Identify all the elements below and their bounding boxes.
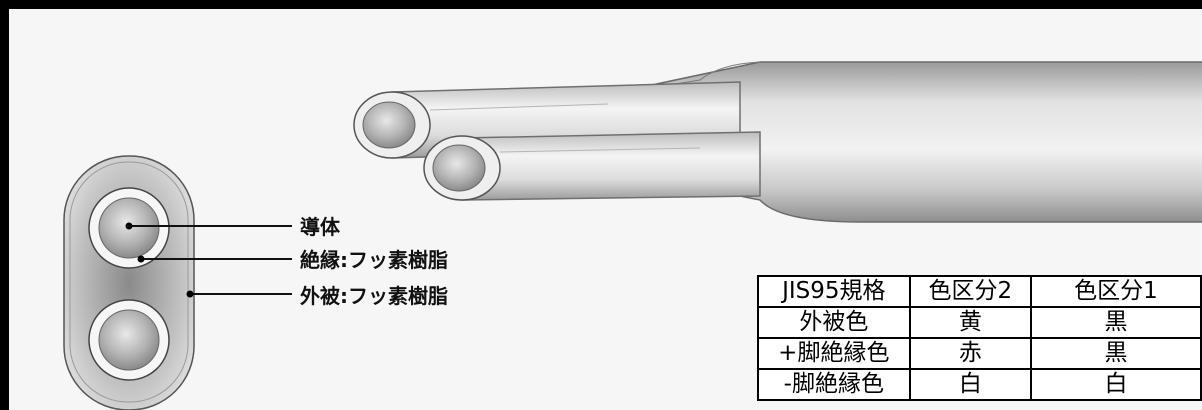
row-label: -脚絶縁色 — [757, 368, 911, 401]
table-cell: 白 — [1029, 368, 1202, 401]
label-conductor: 導体 — [300, 215, 340, 239]
leader-lines — [129, 225, 292, 298]
label-insulation: 絶縁:フッ素樹脂 — [300, 248, 448, 272]
label-sheath: 外被:フッ素樹脂 — [300, 284, 448, 308]
header-cell: 色区分1 — [1029, 275, 1202, 308]
table-cell: 黒 — [1029, 337, 1202, 370]
color-spec-table: JIS95規格 色区分2 色区分1 外被色 黄 黒 +脚絶縁色 赤 黒 -脚絶縁… — [757, 275, 1202, 401]
lower-wire — [423, 131, 761, 201]
table-row: -脚絶縁色 白 白 — [757, 368, 1202, 401]
table-cell: 黄 — [908, 306, 1032, 339]
table-cell: 赤 — [908, 337, 1032, 370]
header-cell: JIS95規格 — [757, 275, 911, 308]
table-cell: 白 — [908, 368, 1032, 401]
table-header-row: JIS95規格 色区分2 色区分1 — [757, 275, 1202, 308]
row-label: +脚絶縁色 — [757, 337, 911, 370]
table-row: 外被色 黄 黒 — [757, 306, 1202, 339]
table-row: +脚絶縁色 赤 黒 — [757, 337, 1202, 370]
header-cell: 色区分2 — [908, 275, 1032, 308]
row-label: 外被色 — [757, 306, 911, 339]
cable-cross-section — [63, 155, 195, 410]
table-cell: 黒 — [1029, 306, 1202, 339]
